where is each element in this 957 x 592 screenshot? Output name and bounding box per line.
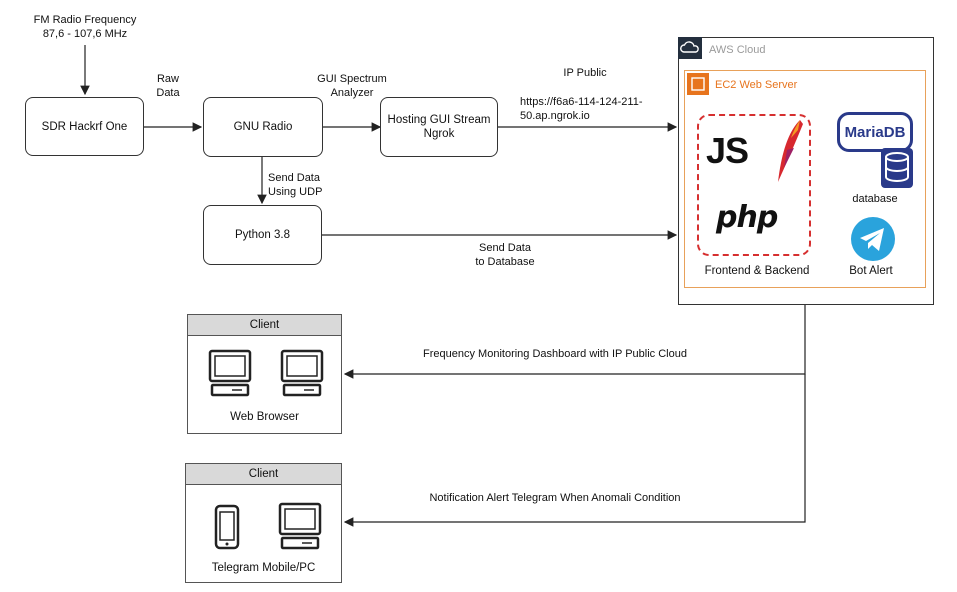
desktop-computer-icon xyxy=(208,349,252,402)
notify-label: Notification Alert Telegram When Anomali… xyxy=(429,492,681,504)
client-web-browser: Client Web Browser xyxy=(187,314,342,434)
arrow-aws-to-telegram-client xyxy=(343,374,806,527)
client-title: Client xyxy=(188,315,341,336)
frontend-backend-box xyxy=(697,114,811,256)
gui-line2: Analyzer xyxy=(330,87,374,99)
python-label: Python 3.8 xyxy=(235,229,290,241)
source-line2: 87,6 - 107,6 MHz xyxy=(42,28,128,40)
raw-line2: Data xyxy=(156,87,180,99)
client-label: Telegram Mobile/PC xyxy=(211,562,316,574)
source-label: FM Radio Frequency 87,6 - 107,6 MHz xyxy=(20,13,150,41)
raw-line1: Raw xyxy=(156,73,179,85)
ngrok-node: Hosting GUI Stream Ngrok xyxy=(380,97,498,157)
ec2-icon xyxy=(687,73,709,95)
gnu-radio-label: GNU Radio xyxy=(233,121,293,133)
client-telegram: Client Telegram Mobile/PC xyxy=(185,463,342,583)
db-line2: to Database xyxy=(475,256,535,268)
client-title: Client xyxy=(186,464,341,485)
udp-line2: Using UDP xyxy=(268,186,323,198)
dashboard-label: Frequency Monitoring Dashboard with IP P… xyxy=(423,348,687,360)
ngrok-line2: Ngrok xyxy=(423,128,455,140)
aws-cloud-title: AWS Cloud xyxy=(709,44,766,56)
database-label: database xyxy=(852,193,898,205)
ec2-title: EC2 Web Server xyxy=(715,79,798,91)
send-db-label: Send Data to Database xyxy=(460,241,550,269)
udp-label: Send Data Using UDP xyxy=(268,171,338,199)
raw-data-label: Raw Data xyxy=(146,72,190,100)
frontend-backend-label: Frontend & Backend xyxy=(704,265,810,277)
ngrok-line1: Hosting GUI Stream xyxy=(387,114,491,126)
gnu-radio-node: GNU Radio xyxy=(203,97,323,157)
mariadb-logo: MariaDB xyxy=(837,112,913,152)
mariadb-text: MariaDB xyxy=(844,123,906,141)
python-node: Python 3.8 xyxy=(203,205,322,265)
desktop-computer-icon xyxy=(280,349,324,402)
telegram-icon xyxy=(849,215,897,268)
database-icon xyxy=(879,146,915,195)
url-line2: 50.ap.ngrok.io xyxy=(520,110,590,122)
url-line1: https://f6a6-114-124-211- xyxy=(520,96,643,108)
apache-feather-icon xyxy=(772,118,806,191)
desktop-computer-icon xyxy=(278,502,322,555)
sdr-label: SDR Hackrf One xyxy=(41,120,128,133)
source-line1: FM Radio Frequency xyxy=(33,14,137,26)
js-logo: JS xyxy=(706,130,749,171)
udp-line1: Send Data xyxy=(268,172,320,184)
ip-public-label: IP Public xyxy=(563,67,607,79)
sdr-node: SDR Hackrf One xyxy=(25,97,144,156)
arrow-aws-to-web-client xyxy=(343,305,806,379)
gui-line1: GUI Spectrum xyxy=(317,73,387,85)
php-logo: php xyxy=(716,200,778,235)
bot-alert-label: Bot Alert xyxy=(849,265,893,277)
ngrok-url: https://f6a6-114-124-211- 50.ap.ngrok.io xyxy=(520,95,668,123)
mobile-phone-icon xyxy=(214,504,240,555)
db-line1: Send Data xyxy=(479,242,531,254)
aws-cloud-icon xyxy=(678,37,702,59)
gui-spectrum-label: GUI Spectrum Analyzer xyxy=(302,72,402,100)
client-label: Web Browser xyxy=(230,411,299,423)
